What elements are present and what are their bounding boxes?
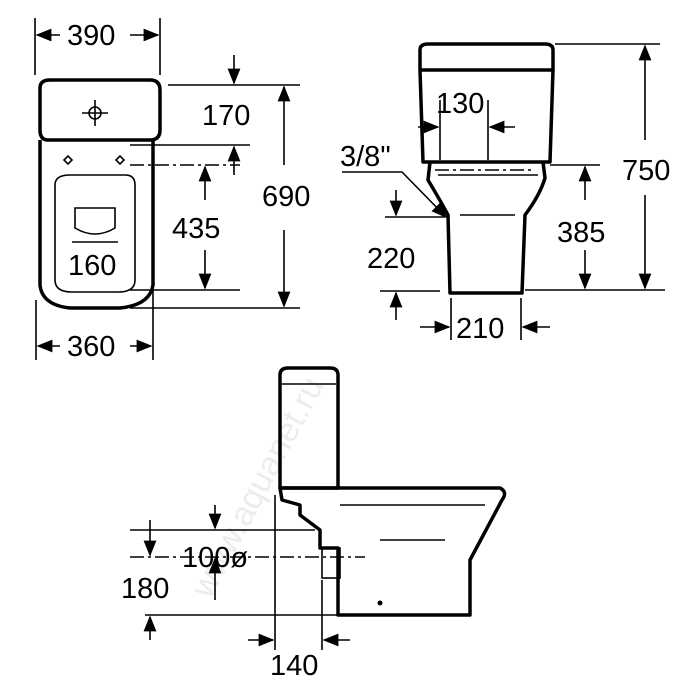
dim-inlet-offset: 130 <box>436 88 484 120</box>
dim-outlet-wall-distance: 140 <box>270 650 318 682</box>
dim-bowl-width: 360 <box>67 331 115 363</box>
dim-fixing-distance: 435 <box>172 213 220 245</box>
dim-base-width: 210 <box>456 313 504 345</box>
dim-seat-fixing-width: 160 <box>68 250 116 282</box>
front-view: 130 3/8" 750 385 220 210 <box>340 42 670 345</box>
dim-seat-height: 385 <box>557 217 605 249</box>
dim-cistern-depth: 170 <box>202 100 250 132</box>
dim-inlet-height: 220 <box>367 243 415 275</box>
dim-overall-depth: 690 <box>262 181 310 213</box>
profile-view: 100ø 180 140 <box>121 366 507 682</box>
dim-outlet-height: 180 <box>121 573 169 605</box>
dim-total-height: 750 <box>622 155 670 187</box>
top-view: 390 170 690 435 160 360 <box>34 18 310 363</box>
dim-inlet-thread: 3/8" <box>340 141 391 173</box>
dim-overall-width: 390 <box>67 20 115 52</box>
dim-outlet-diameter: 100ø <box>182 542 248 574</box>
